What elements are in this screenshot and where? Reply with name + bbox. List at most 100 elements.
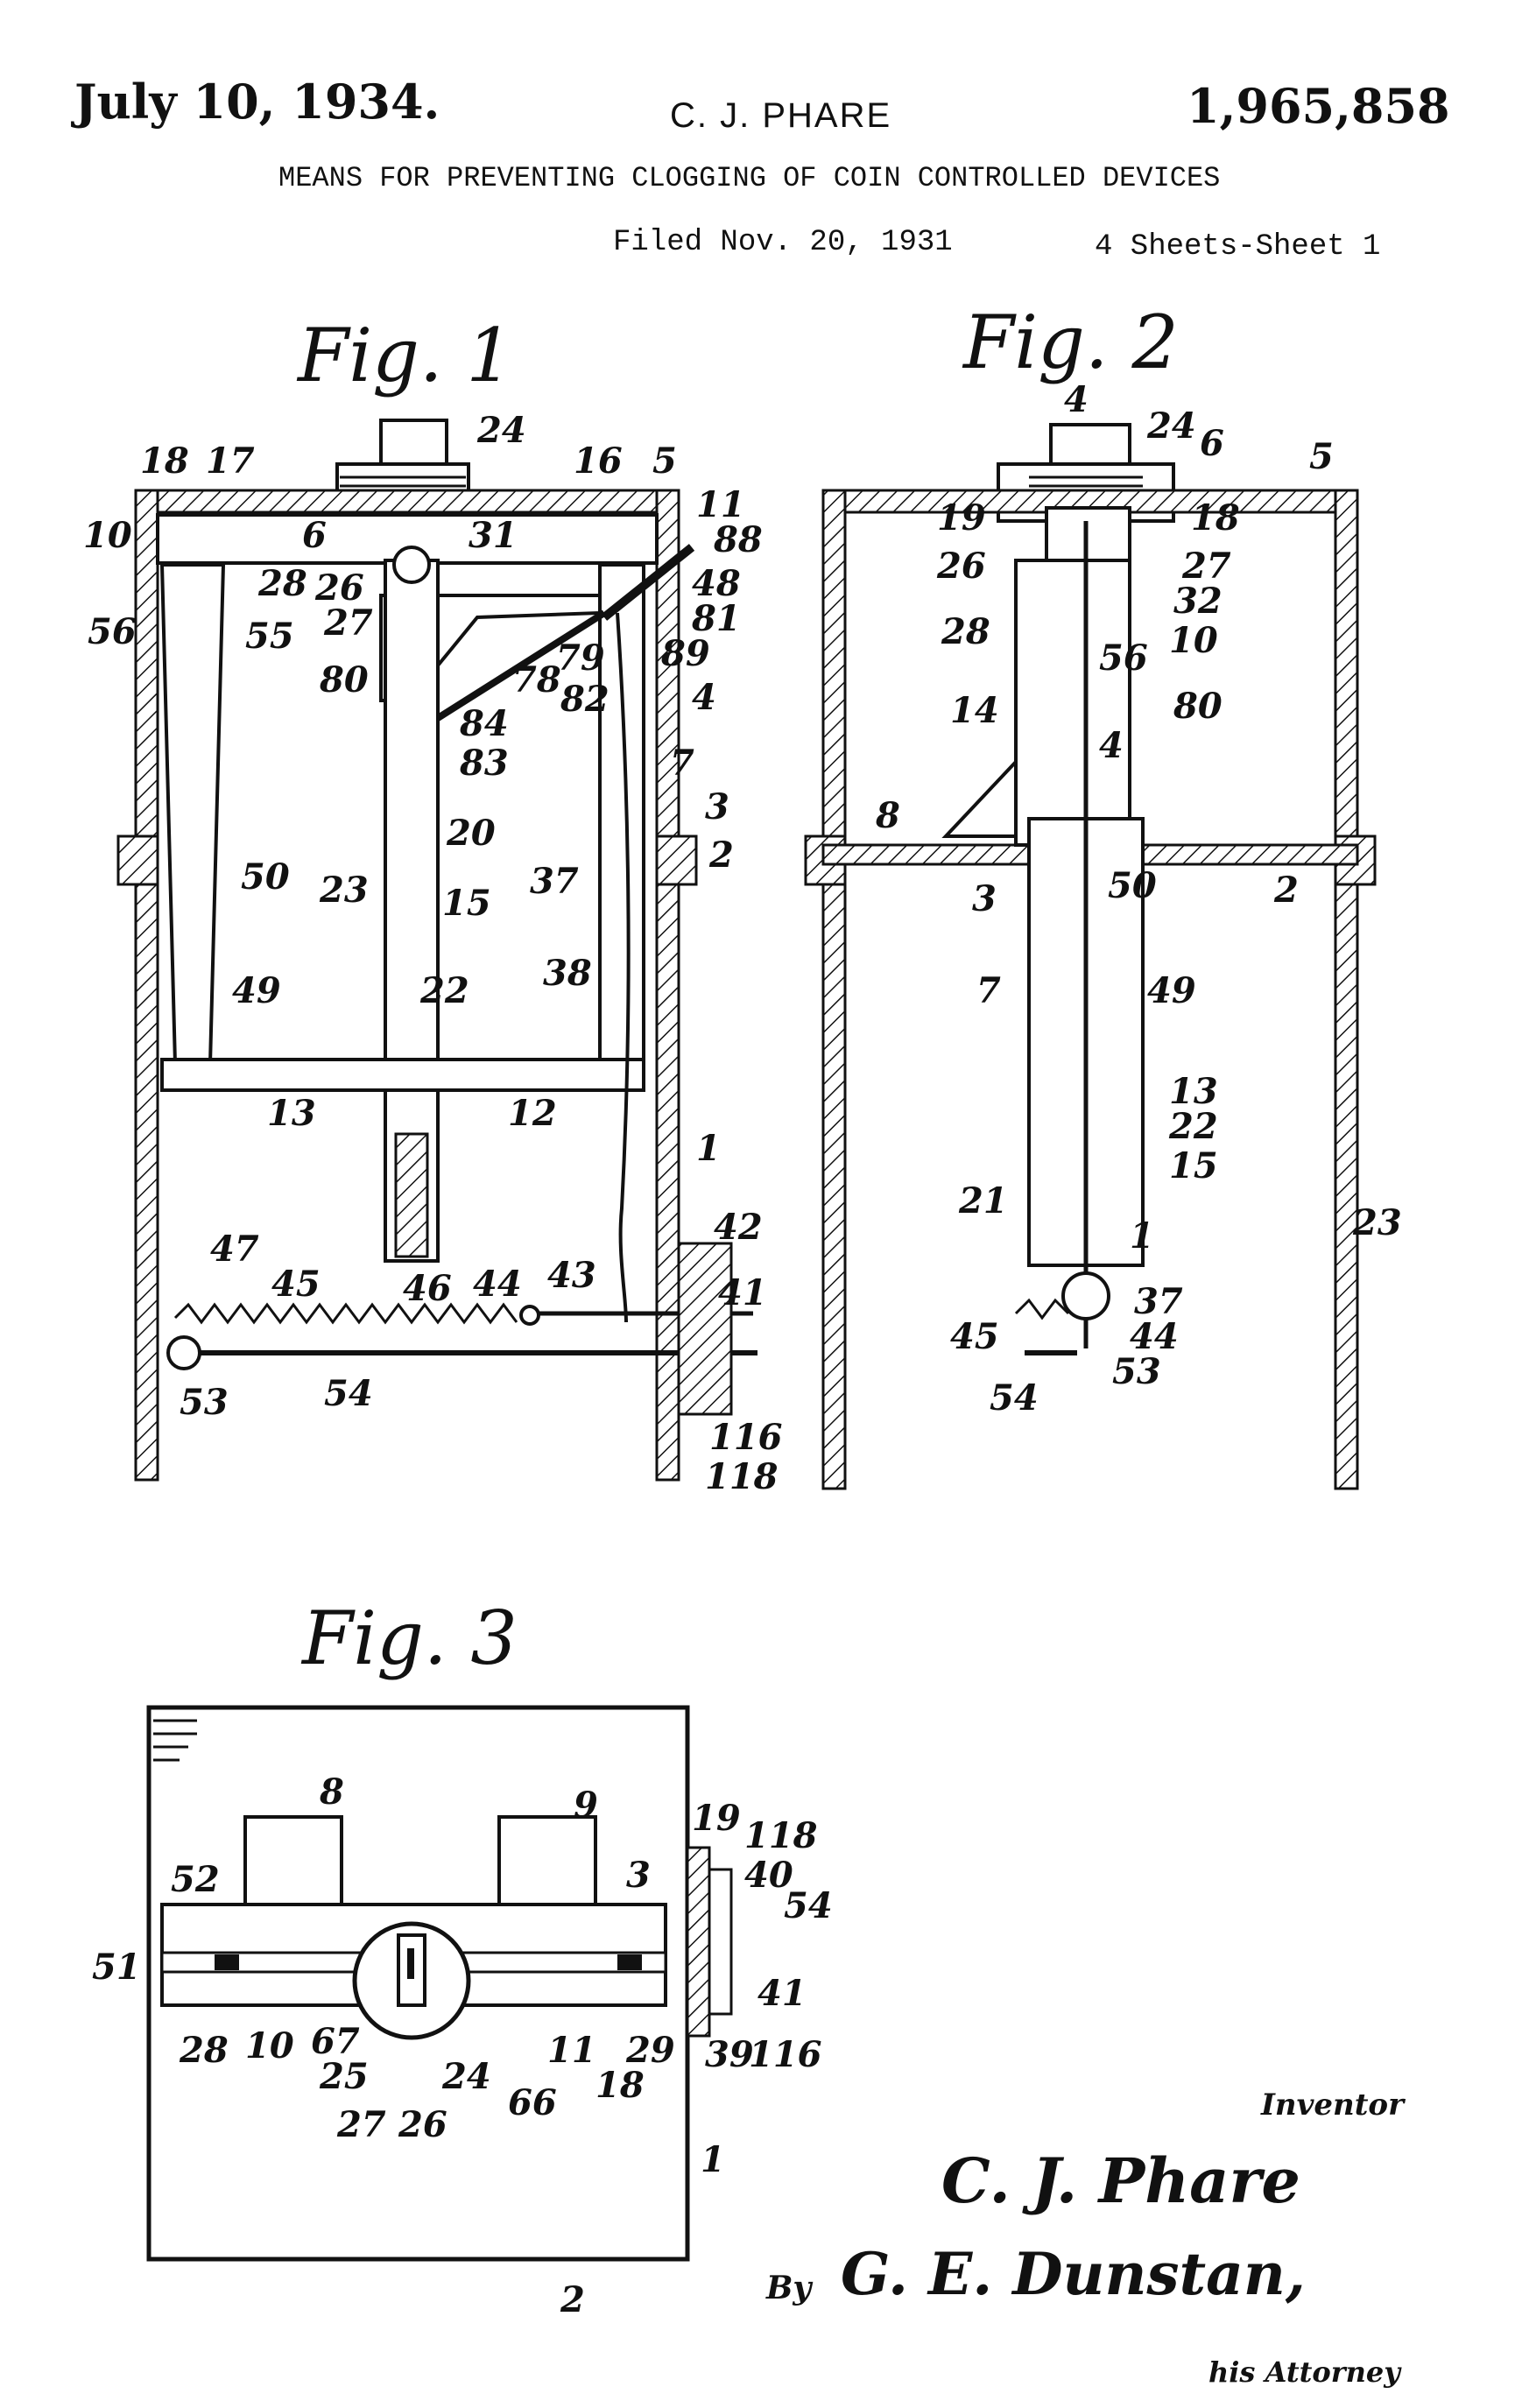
header-inventor: C. J. PHARE	[670, 96, 891, 135]
fig3-side-block	[708, 1868, 733, 2016]
fig3-ref: 29	[625, 2030, 675, 2071]
fig1-ref: 82	[560, 679, 610, 720]
fig2-ref: 32	[1173, 581, 1223, 622]
fig1-rod-88	[601, 544, 695, 621]
fig2-ref: 8	[875, 795, 900, 836]
fig1-ref: 48	[692, 563, 741, 604]
fig1-ref: 3	[705, 786, 729, 827]
header-patent-number: 1,965,858	[1187, 78, 1450, 134]
fig3-ref: 26	[398, 2104, 447, 2145]
fig1-ref: 13	[267, 1093, 316, 1134]
fig2-ref: 44	[1130, 1316, 1179, 1357]
fig1-ref: 45	[271, 1264, 321, 1305]
fig3-pad-52	[215, 1954, 239, 1970]
fig1-ref: 6	[302, 515, 327, 556]
fig1-right-plate	[598, 563, 645, 1061]
figure-1-label: Fig. 1	[296, 313, 513, 398]
fig2-upper-housing	[1014, 559, 1131, 847]
fig3-pad-39	[617, 1954, 642, 1970]
fig2-ref: 4	[1099, 725, 1124, 766]
fig2-ref: 49	[1147, 970, 1196, 1011]
fig3-ref: 10	[245, 2025, 294, 2067]
fig2-ref: 6	[1200, 423, 1224, 464]
fig3-reference-numerals: 8 9 19 118 52 3 40 54 51 28 10 67 25 24 …	[92, 1771, 833, 2320]
fig1-ref: 18	[140, 440, 189, 482]
fig2-ref: 45	[950, 1316, 999, 1357]
fig2-ref: 50	[1108, 865, 1157, 906]
fig1-ref: 83	[459, 743, 509, 784]
fig2-ref: 80	[1173, 686, 1223, 727]
fig2-ref: 54	[990, 1377, 1039, 1419]
fig1-ref: 24	[476, 410, 526, 451]
fig1-pin-44	[519, 1305, 540, 1326]
fig2-left-wall	[821, 489, 847, 1490]
fig1-ref: 56	[88, 611, 137, 652]
fig1-tube-inner	[394, 1132, 429, 1258]
fig3-ref: 40	[744, 1855, 793, 1896]
fig2-reference-numerals: 4 24 6 5 19 18 27 26 32 28 56 10 14 4 80…	[875, 379, 1402, 1419]
fig1-ref: 49	[232, 970, 281, 1011]
fig3-ref: 116	[749, 2034, 822, 2075]
fig1-ref: 22	[419, 970, 469, 1011]
fig3-ref: 8	[319, 1771, 344, 1813]
fig3-bracket-8	[243, 1815, 343, 1906]
fig1-ref: 89	[660, 633, 710, 674]
fig2-ref: 15	[1169, 1145, 1218, 1186]
fig3-ref: 24	[441, 2056, 491, 2097]
sheet-header: July 10, 1934. C. J. PHARE 1,965,858 MEA…	[71, 74, 1450, 264]
fig3-ref: 51	[92, 1947, 141, 1988]
figure-1: Fig. 1	[83, 313, 783, 1497]
fig1-ref: 4	[692, 677, 716, 718]
fig3-ref: 3	[626, 1855, 651, 1896]
fig1-ref: 15	[442, 883, 491, 924]
inventor-signature: C. J. Phare	[941, 2144, 1300, 2217]
fig1-ref: 26	[314, 567, 364, 609]
fig1-link-arm	[435, 609, 607, 722]
fig2-ref: 18	[1191, 497, 1240, 539]
fig2-right-wall	[1334, 489, 1359, 1490]
fig1-ref: 31	[469, 515, 518, 556]
attorney-caption: his Attorney	[1208, 2355, 1402, 2389]
fig2-ref: 53	[1112, 1351, 1161, 1392]
fig3-ref: 118	[744, 1815, 818, 1856]
fig3-ref: 25	[319, 2056, 369, 2097]
fig3-bracket-9	[497, 1815, 597, 1906]
fig1-ref: 12	[508, 1093, 557, 1134]
fig1-ref: 5	[652, 440, 677, 482]
fig3-ref: 19	[692, 1798, 741, 1839]
fig3-side-mount	[686, 1846, 711, 2038]
fig1-left-plate	[159, 563, 226, 1066]
fig3-ref: 11	[547, 2030, 596, 2071]
fig2-ref: 1	[1130, 1215, 1154, 1257]
fig1-ref: 80	[319, 659, 369, 701]
figure-2: Fig. 2 4 24 6 5 19 18 27 26 32	[804, 299, 1402, 1490]
fig2-ref: 27	[1181, 546, 1231, 587]
fig1-left-wall	[134, 489, 159, 1482]
fig1-ref: 27	[323, 602, 373, 644]
fig1-reference-numerals: 24 18 17 16 5 11 10 6 31 88 28 26 27 48 …	[83, 410, 783, 1497]
fig2-roller-37	[1061, 1271, 1110, 1320]
fig2-ref: 14	[950, 690, 999, 731]
fig3-ref: 41	[757, 1973, 807, 2014]
fig3-ref: 28	[179, 2030, 229, 2071]
fig1-spring-wire	[616, 612, 631, 1323]
fig1-ref: 23	[319, 870, 369, 911]
fig1-ref: 28	[257, 563, 307, 604]
fig2-ref: 13	[1169, 1071, 1218, 1112]
fig2-ref: 37	[1134, 1281, 1183, 1322]
fig3-ref: 1	[701, 2139, 725, 2180]
signature-block: Inventor C. J. Phare By G. E. Dunstan, h…	[765, 2088, 1406, 2389]
fig1-pivot	[392, 546, 431, 584]
fig1-ref: 81	[691, 598, 741, 639]
fig1-spring-45	[173, 1302, 518, 1325]
figure-3-label: Fig. 3	[300, 1595, 518, 1681]
fig2-ref: 24	[1146, 405, 1196, 447]
fig1-top-wall	[134, 489, 680, 514]
fig1-ref: 42	[714, 1207, 763, 1248]
fig1-ref: 53	[180, 1382, 229, 1423]
fig1-ref: 17	[206, 440, 255, 482]
fig1-ref: 38	[543, 953, 592, 994]
fig1-ref: 43	[547, 1255, 596, 1296]
fig2-ref: 5	[1309, 436, 1334, 477]
